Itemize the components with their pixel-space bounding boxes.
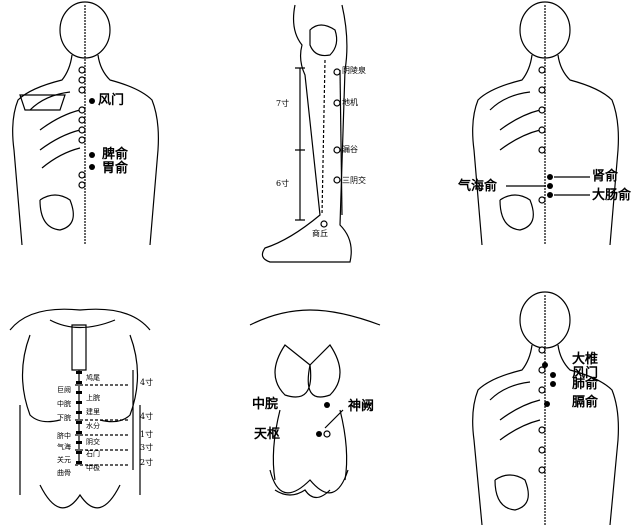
label-left-6: 关元 bbox=[57, 456, 71, 464]
panel-upper-back-2: 大椎 风门 肺俞 膈俞 bbox=[450, 290, 640, 530]
measure-5: 2寸 bbox=[140, 458, 154, 467]
label-pishu: 脾俞 bbox=[102, 147, 129, 162]
label-weishu: 胃俞 bbox=[102, 161, 129, 176]
acupoint-markers bbox=[547, 174, 553, 198]
label-right-7: 中极 bbox=[86, 464, 100, 472]
label-shenque: 神阙 bbox=[348, 399, 375, 414]
label-left-7: 曲骨 bbox=[57, 469, 71, 477]
label-right-3: 建里 bbox=[86, 408, 100, 416]
label-right-5: 阴交 bbox=[86, 438, 100, 446]
measure-2: 4寸 bbox=[140, 412, 154, 421]
measure-upper: 7寸 bbox=[276, 99, 290, 108]
measure-4: 3寸 bbox=[140, 443, 154, 452]
label-shenshu: 肾俞 bbox=[592, 169, 619, 184]
acupoint-markers bbox=[89, 98, 95, 170]
back-figure-illustration bbox=[472, 291, 619, 526]
leg-figure-illustration bbox=[261, 4, 352, 263]
label-right-2: 上脘 bbox=[86, 394, 100, 402]
label-left-1: 巨阙 bbox=[57, 386, 71, 394]
label-left-4: 脐中 bbox=[57, 432, 71, 440]
acupoint-markers bbox=[316, 402, 330, 437]
label-diji: 地机 bbox=[342, 98, 358, 107]
navel-marker bbox=[323, 430, 331, 438]
label-right-6: 石门 bbox=[86, 450, 100, 458]
label-zhongwan: 中脘 bbox=[252, 397, 279, 412]
label-qihaishu: 气海俞 bbox=[458, 179, 498, 194]
label-lougu: 漏谷 bbox=[342, 145, 358, 154]
panel-lower-back: 肾俞 气海俞 大肠俞 bbox=[450, 0, 640, 250]
label-left-2: 中脘 bbox=[57, 400, 71, 408]
panel-lower-leg: 阴陵泉 地机 漏谷 三阴交 商丘 7寸 6寸 bbox=[250, 0, 380, 270]
label-sanyinjiao: 三阴交 bbox=[342, 176, 366, 185]
label-left-5: 气海 bbox=[57, 443, 71, 451]
acupoint-markers bbox=[542, 362, 556, 407]
label-right-4: 水分 bbox=[86, 422, 100, 430]
label-shangqiu: 商丘 bbox=[312, 229, 328, 238]
acupoint-markers bbox=[320, 68, 341, 228]
label-left-3: 下脘 bbox=[57, 414, 71, 422]
back-figure-illustration bbox=[472, 1, 619, 246]
label-fengmen: 风门 bbox=[98, 93, 125, 108]
label-right-1: 鸠尾 bbox=[86, 374, 100, 382]
label-tianshu: 天枢 bbox=[254, 427, 281, 442]
label-geshu: 膈俞 bbox=[572, 395, 599, 410]
panel-abdomen-points: 中脘 神阙 天枢 bbox=[230, 300, 410, 530]
back-figure-illustration bbox=[12, 1, 159, 246]
label-fengmen: 风门 bbox=[572, 366, 599, 381]
torso-figure-illustration bbox=[9, 308, 151, 509]
label-yinlingquan: 阴陵泉 bbox=[342, 66, 366, 75]
measure-1: 4寸 bbox=[140, 378, 154, 387]
label-dachangshu: 大肠俞 bbox=[592, 188, 632, 203]
torso-figure-illustration bbox=[249, 309, 381, 499]
label-dazhui: 大椎 bbox=[572, 352, 599, 367]
measure-3: 1寸 bbox=[140, 430, 154, 439]
panel-upper-back-1: 风门 脾俞 胃俞 bbox=[0, 0, 180, 250]
label-feishu: 肺俞 bbox=[572, 377, 599, 392]
panel-abdomen-measures: 巨阙 中脘 下脘 脐中 气海 关元 曲骨 鸠尾 上脘 建里 水分 阴交 石门 中… bbox=[0, 295, 190, 530]
measure-lower: 6寸 bbox=[276, 179, 290, 188]
